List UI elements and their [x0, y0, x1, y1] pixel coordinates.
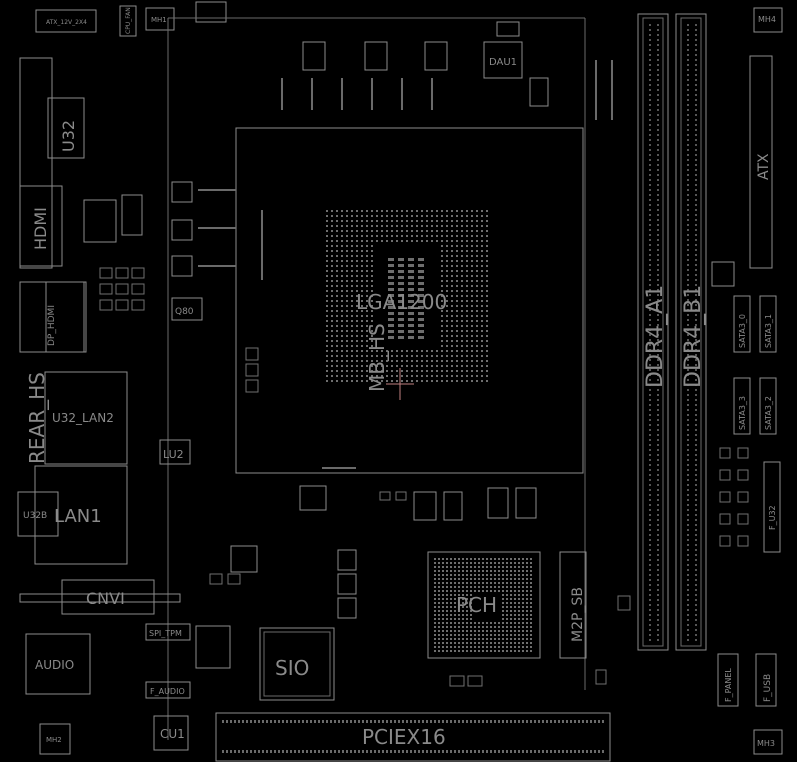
label-f-panel: F_PANEL [724, 668, 733, 702]
label-u32-lan2: U32_LAN2 [52, 411, 114, 425]
label-atx12v: ATX_12V_2X4 [46, 19, 87, 26]
label-q80: Q80 [175, 307, 194, 317]
label-mh2: MH2 [46, 736, 62, 744]
label-mh4: MH4 [758, 15, 776, 24]
label-f-usb: F_USB [763, 674, 773, 702]
label-pciex16: PCIEX16 [362, 725, 446, 749]
label-mh1: MH1 [151, 16, 167, 24]
label-f-audio: F_AUDIO [150, 687, 185, 696]
label-spi-tpm: SPI_TPM [149, 629, 182, 638]
passive-components [99, 267, 749, 687]
pciex16-pins [222, 720, 604, 753]
label-rear-hs: REAR_HS [25, 372, 49, 464]
label-ddr4-b1: DDR4_B1 [681, 285, 706, 388]
label-usb-header: F_U32 [768, 505, 777, 530]
label-lan1: LAN1 [54, 506, 102, 527]
label-sata0: SATA3_0 [738, 314, 747, 348]
label-cnvi: CNVI [86, 589, 125, 608]
label-sata3: SATA3_3 [738, 396, 747, 430]
pch-ball-field [434, 558, 532, 652]
label-dp-hdmi: DP_HDMI [47, 305, 57, 346]
label-mh3: MH3 [757, 739, 775, 748]
label-sata1: SATA3_1 [764, 314, 773, 348]
label-pch: PCH [456, 593, 497, 617]
crosshair-cursor [386, 368, 414, 400]
label-sio: SIO [275, 656, 309, 680]
label-lu2: LU2 [163, 448, 184, 461]
label-atx: ATX [756, 153, 772, 180]
cpu-socket-pin-field [326, 210, 488, 382]
label-cu1: CU1 [160, 727, 185, 741]
label-u32b: U32B [23, 511, 47, 521]
label-mb-hs: MB_HS [365, 323, 389, 392]
label-cpu-fan: CPU_FAN [125, 7, 132, 34]
label-audio: AUDIO [35, 658, 74, 672]
label-ddr4-a1: DDR4_A1 [643, 285, 668, 388]
label-u32: U32 [59, 120, 78, 152]
label-hdmi: HDMI [31, 207, 50, 250]
dimm-pins [649, 24, 697, 641]
label-lga1200: LGA1200 [356, 290, 447, 314]
trace-stubs [198, 60, 613, 469]
label-sata2: SATA3_2 [764, 396, 773, 430]
label-m2p-sb: M2P_SB [570, 587, 586, 642]
label-dau1: DAU1 [489, 57, 517, 68]
board-outlines [17, 1, 783, 762]
